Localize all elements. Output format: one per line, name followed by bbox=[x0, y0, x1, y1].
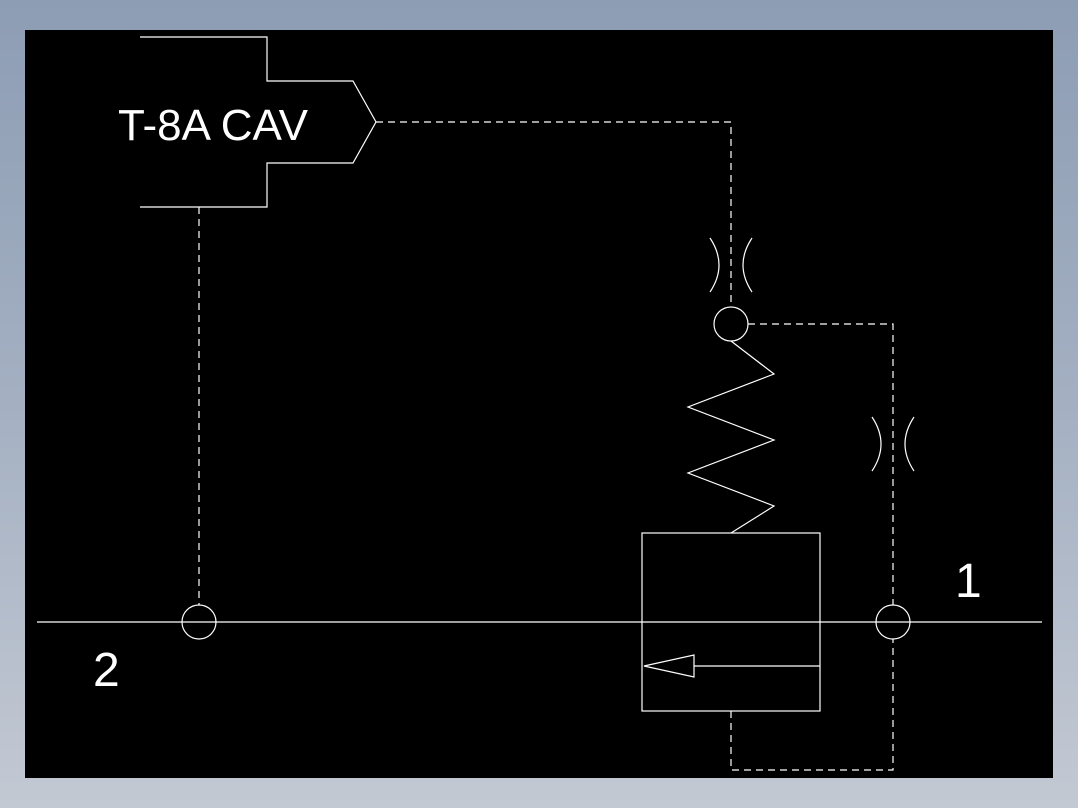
junction-pilot bbox=[713, 306, 749, 342]
cavity-label: T-8A CAV bbox=[118, 101, 309, 150]
pilot-line-port-1 bbox=[748, 323, 894, 605]
orifice-upper bbox=[709, 237, 753, 293]
pilot-line-cavity bbox=[376, 121, 732, 307]
flow-arrow-head bbox=[643, 654, 695, 678]
drain-pilot-line bbox=[730, 639, 894, 771]
port-1-label: 1 bbox=[955, 555, 982, 608]
drawing-canvas bbox=[25, 30, 1053, 778]
orifice-right bbox=[871, 416, 915, 472]
port-2-label: 2 bbox=[93, 644, 120, 697]
valve-body bbox=[641, 532, 821, 712]
spring bbox=[686, 340, 776, 534]
